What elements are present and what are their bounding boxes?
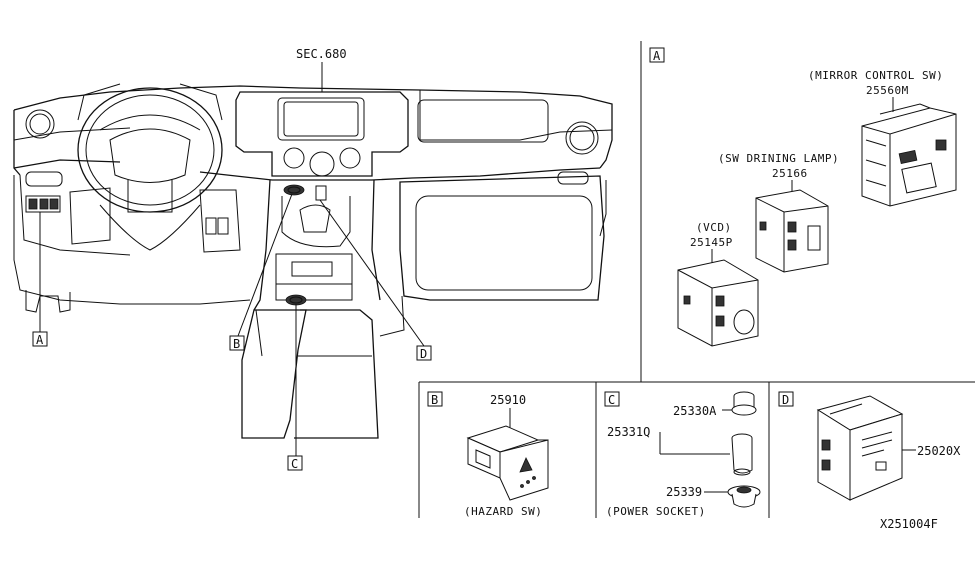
rear-heater-switch-drawing <box>816 395 904 501</box>
rear-switch-number: 25020X <box>917 444 961 458</box>
mirror-control-sw-name: (MIRROR CONTROL SW) <box>808 69 943 82</box>
power-socket-drawing <box>727 391 761 508</box>
power-socket-name: (POWER SOCKET) <box>606 505 706 518</box>
dashboard-illustration <box>13 83 613 439</box>
vcd-switch-drawing <box>677 259 759 347</box>
mirror-control-sw-number: 25560M <box>866 84 909 97</box>
vcd-number: 25145P <box>690 236 733 249</box>
panel-a-letter: A <box>653 49 661 63</box>
callout-letter-b: B <box>233 337 240 351</box>
power-socket-ring-number: 25339 <box>666 485 702 499</box>
panel-b-letter: B <box>431 393 438 407</box>
panel-c: C 25330A 25331Q 25339 (POWER SOCKET) <box>604 391 761 518</box>
panel-frames <box>418 41 975 518</box>
hazard-sw-number: 25910 <box>490 393 526 407</box>
callout-box-d: D <box>416 345 432 361</box>
callout-box-a: A <box>32 331 48 347</box>
panel-d: D 25020X <box>778 391 961 501</box>
power-socket-cap-number: 25330A <box>673 404 717 418</box>
sw-drining-lamp-number: 25166 <box>772 167 808 180</box>
panel-c-letter: C <box>608 393 615 407</box>
section-ref-label: SEC.680 <box>296 47 347 61</box>
callout-letter-c: C <box>291 457 298 471</box>
vcd-name: (VCD) <box>696 221 732 234</box>
callout-box-c: C <box>287 455 303 471</box>
panel-d-letter: D <box>782 393 789 407</box>
hazard-switch-drawing <box>466 425 549 501</box>
panel-b: B 25910 (HAZARD SW) <box>427 391 549 518</box>
power-socket-body-number: 25331Q <box>607 425 650 439</box>
hazard-sw-name: (HAZARD SW) <box>464 505 542 518</box>
sw-drining-lamp-name: (SW DRINING LAMP) <box>718 152 839 165</box>
sw-drining-lamp-drawing <box>755 189 829 273</box>
dashboard-leaders <box>39 62 425 456</box>
callout-box-b: B <box>229 335 245 351</box>
mirror-control-switch-drawing <box>861 103 957 207</box>
callout-letter-a: A <box>36 333 44 347</box>
panel-a: A (MIRROR CONTROL SW) 25560M (SW DRINING… <box>649 47 957 347</box>
diagram-code: X251004F <box>880 517 938 531</box>
callout-letter-d: D <box>420 347 427 361</box>
